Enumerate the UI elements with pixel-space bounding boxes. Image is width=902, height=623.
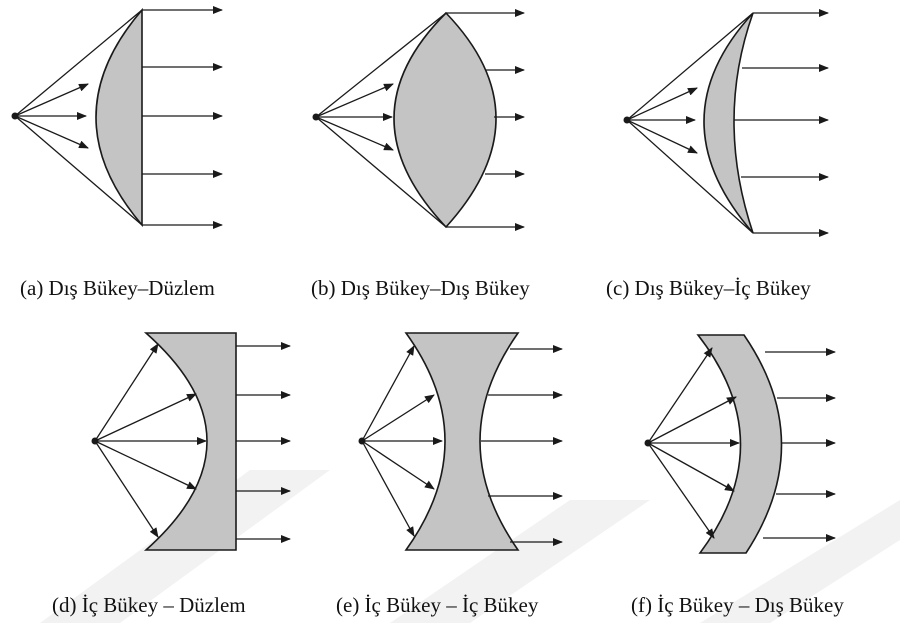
lens-f-body	[696, 334, 783, 554]
lens-b-outgoing-rays	[446, 9, 525, 231]
caption-c: (c) Dış Bükey–İç Bükey	[606, 276, 811, 300]
lens-e-outgoing-rays	[481, 345, 563, 546]
lens-f-incoming-rays	[647, 347, 740, 539]
lens-a-convex-plano	[11, 6, 223, 229]
lens-b-body	[393, 11, 497, 229]
lens-e-concave-concave	[358, 332, 563, 551]
caption-e: (e) İç Bükey – İç Bükey	[336, 593, 539, 617]
lens-c-convex-concave	[623, 9, 829, 237]
caption-d: (d) İç Bükey – Düzlem	[52, 593, 246, 617]
lens-c-body	[703, 12, 754, 234]
lens-c-incoming-rays	[626, 12, 754, 234]
lens-a-body	[95, 7, 143, 228]
lens-f-concave-convex	[644, 334, 836, 554]
lens-a-incoming-rays	[14, 9, 143, 226]
caption-a: (a) Dış Bükey–Düzlem	[20, 276, 215, 300]
lens-b-convex-convex	[312, 9, 525, 231]
lens-f-outgoing-rays	[763, 348, 836, 542]
lens-d-incoming-rays	[94, 343, 207, 538]
lens-e-body	[404, 332, 520, 551]
lens-c-outgoing-rays	[734, 9, 829, 237]
lens-d-outgoing-rays	[236, 342, 291, 543]
caption-b: (b) Dış Bükey–Dış Bükey	[311, 276, 530, 300]
lens-e-incoming-rays	[361, 345, 443, 537]
caption-f: (f) İç Bükey – Dış Bükey	[631, 593, 844, 617]
lens-b-incoming-rays	[315, 12, 447, 228]
lens-d-concave-plano	[91, 332, 291, 551]
lens-d-body	[143, 332, 237, 551]
lens-a-outgoing-rays	[142, 6, 223, 229]
